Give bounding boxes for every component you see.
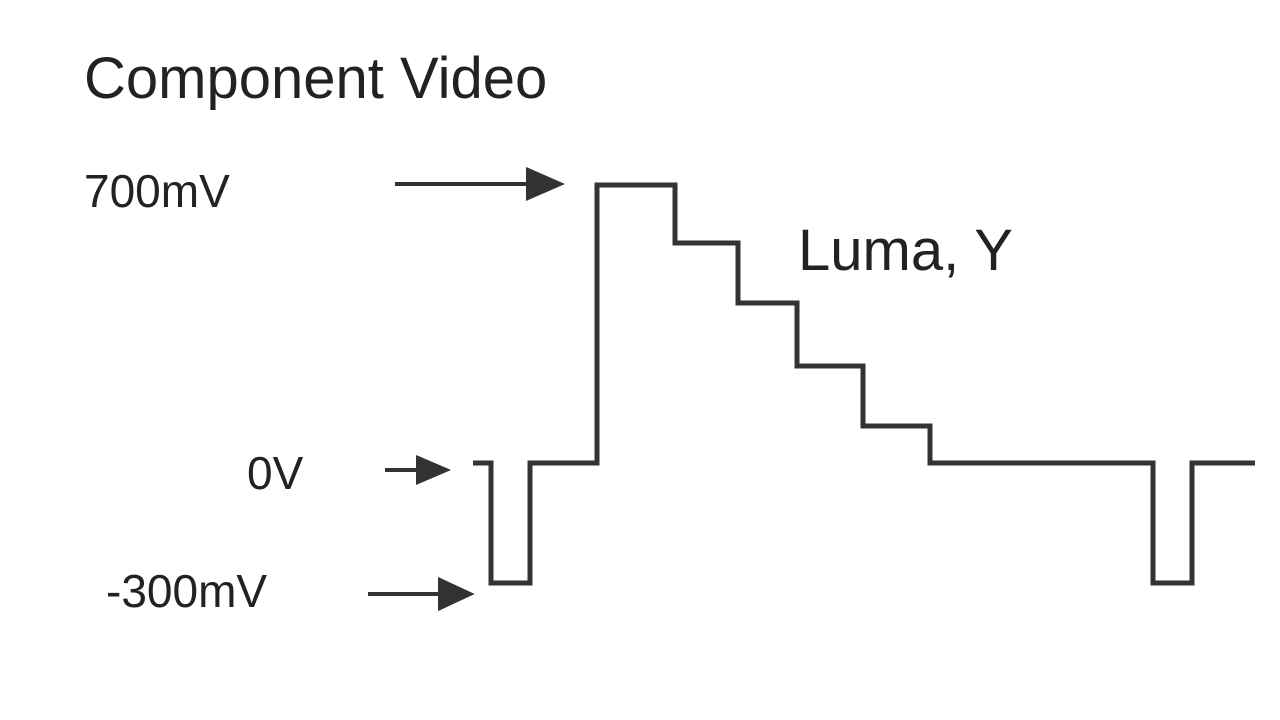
luma-waveform: [473, 182, 1255, 586]
level-label-700mv: 700mV: [84, 165, 230, 217]
arrow-minus-300mv-head: [438, 576, 475, 612]
level-arrows: [368, 166, 565, 612]
arrow-700mv-head: [526, 166, 565, 202]
level-label-minus-300mv: -300mV: [106, 565, 268, 617]
signal-label-luma: Luma, Y: [798, 218, 1013, 283]
arrow-0v-head: [416, 454, 452, 486]
level-label-0v: 0V: [247, 447, 304, 499]
diagram-title: Component Video: [84, 46, 548, 111]
